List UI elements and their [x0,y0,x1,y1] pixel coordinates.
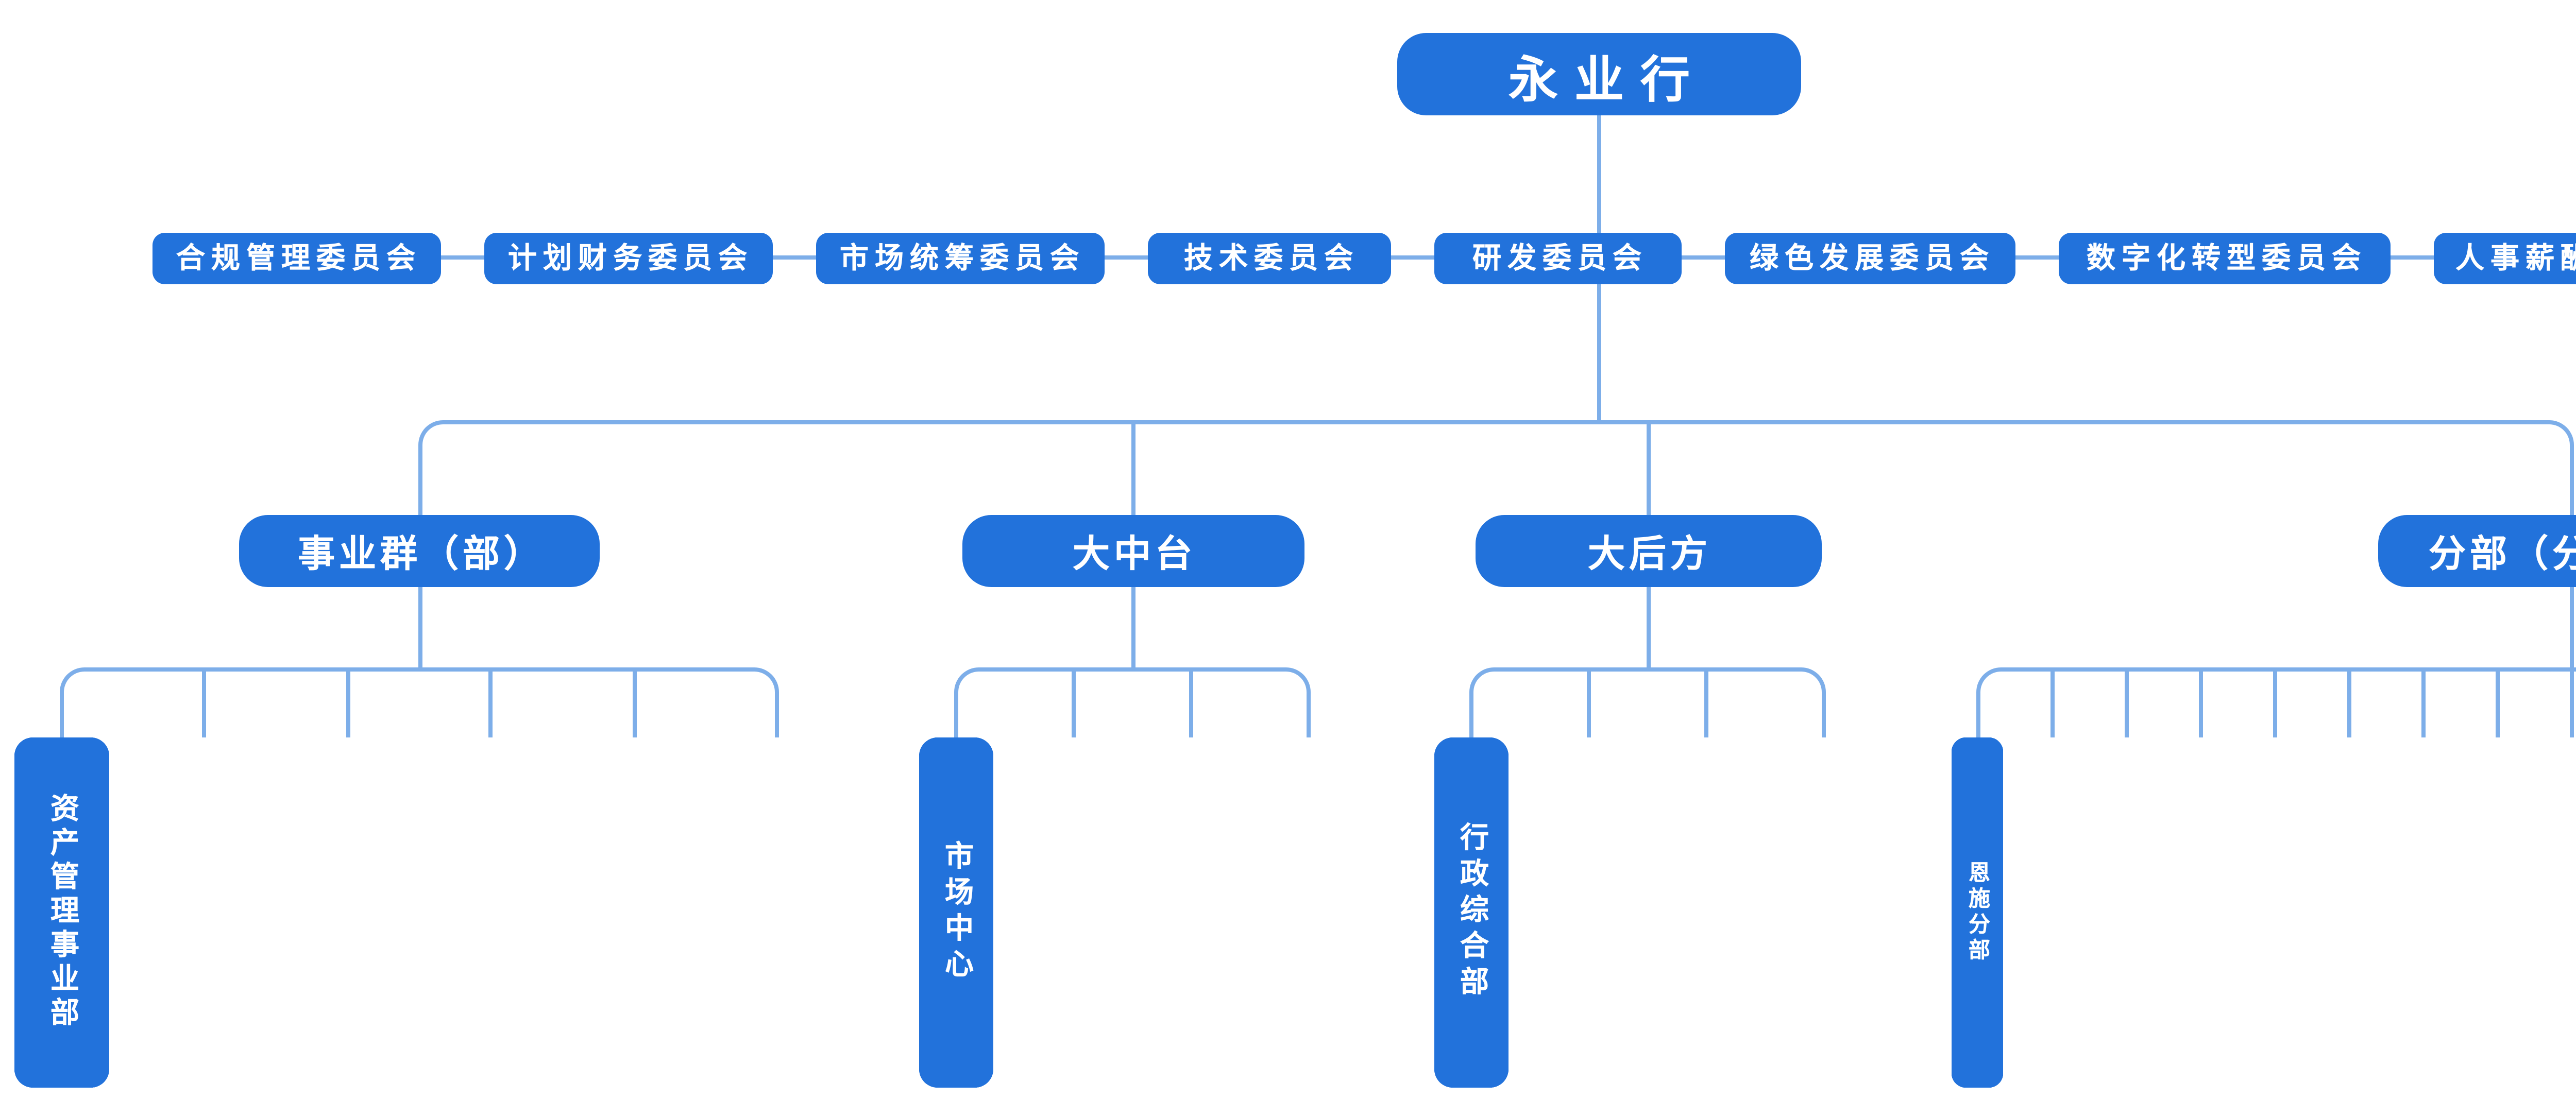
committee-node[interactable]: 计划财务委员会 [483,232,772,283]
connector-line [2346,667,2350,736]
committee-node[interactable]: 数字化转型委员会 [2058,232,2389,283]
connector-line [2124,667,2128,736]
division-header-label: 分部（分公司） [2429,532,2576,576]
connector-line [632,667,636,736]
org-unit-label: 恩施分部 [1966,860,1991,963]
connector-line [1646,587,1650,672]
connector-line [1072,667,1076,736]
committee-label: 人事薪酬委员会 [2455,243,2576,276]
division-header-label: 大中台 [1073,532,1196,576]
division-header[interactable]: 大中台 [961,515,1303,587]
committee-row: 合规管理委员会 计划财务委员会 市场统筹委员会 技术委员会 研发委员会 绿色发展… [0,232,2576,283]
committee-label: 绿色发展委员会 [1750,243,1995,276]
connector-line [488,667,493,736]
connector-line [2198,667,2202,736]
committee-label: 合规管理委员会 [176,243,421,276]
division-header-label: 事业群（部） [298,532,545,576]
committee-label: 市场统筹委员会 [840,243,1085,276]
org-unit-node[interactable]: 行政综合部 [1434,736,1509,1087]
committee-node[interactable]: 绿色发展委员会 [1724,232,2014,283]
org-unit-label: 市场中心 [941,839,974,984]
connector-line [1189,667,1193,736]
root-label: 永业行 [1509,50,1706,108]
division-header[interactable]: 事业群（部） [239,515,600,587]
division-children-row: 计划财务中心 组织人事部 董事会办公室 暨监督检查部 行政综合部 [1434,736,1861,1087]
connector-bracket [954,667,1311,736]
committee-node[interactable]: 人事薪酬委员会 [2433,232,2576,283]
committee-label: 研发委员会 [1472,243,1648,276]
division-header[interactable]: 大后方 [1475,515,1821,587]
connector-line [2569,667,2573,736]
committee-node[interactable]: 技术委员会 [1147,232,1390,283]
connector-line [2420,667,2425,736]
connector-line [417,587,421,672]
division-header-label: 大后方 [1588,532,1711,576]
root-node[interactable]: 永业行 [1397,33,1801,115]
connector-line [2569,587,2573,672]
division-children-row: 资源环境事业群 资源利用事业群 投资咨询事业群 城市更新事业群 价值评估事业部 … [14,736,824,1087]
connector-bracket [1469,667,1826,736]
connector-line [1130,419,1134,515]
connector-line [202,667,207,736]
org-unit-label: 行政综合部 [1456,821,1489,1002]
connector-bracket [60,667,779,736]
committee-node[interactable]: 合规管理委员会 [151,232,440,283]
division-header[interactable]: 分部（分公司） [2377,515,2576,587]
committee-label: 计划财务委员会 [508,243,753,276]
committee-node[interactable]: 市场统筹委员会 [815,232,1104,283]
org-unit-label: 资产管理事业部 [46,793,79,1030]
connector-line [1130,587,1134,672]
connector-line [1587,667,1591,736]
connector-line [346,667,350,736]
committee-label: 技术委员会 [1184,243,1359,276]
org-unit-node[interactable]: 市场中心 [919,736,993,1087]
committee-label: 数字化转型委员会 [2087,243,2367,276]
connector-bracket [417,419,2573,515]
org-unit-node[interactable]: 恩施分部 [1952,736,2003,1087]
division-children-row: 技术中心 研究院 （碳中和研究中心） 智能公司 市场中心 [919,736,1346,1087]
connector-line [1646,419,1650,515]
connector-line [2049,667,2054,736]
connector-line [1704,667,1708,736]
connector-line [2272,667,2276,736]
connector-line [2495,667,2499,736]
committee-node[interactable]: 研发委员会 [1433,232,1681,283]
org-unit-node[interactable]: 资产管理事业部 [14,736,109,1087]
division-children-row: 北京业务总部 安徽公司 广东分部 海南分部 贵州分部 青海公司 襄阳分部 宜昌分… [1952,736,2576,1087]
